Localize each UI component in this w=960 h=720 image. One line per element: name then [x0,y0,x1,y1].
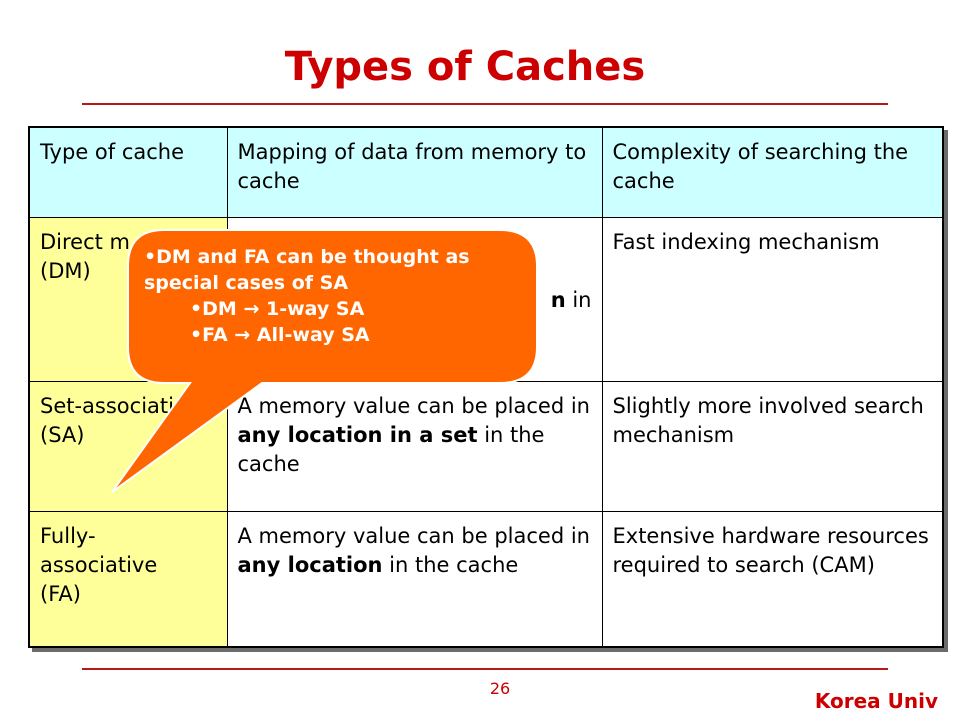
mapping-text: in [565,287,592,312]
table-header-row: Type of cache Mapping of data from memor… [28,126,944,218]
type-label: Set-associati (SA) [40,393,174,447]
slide-title: Types of Caches [284,44,646,90]
table-row: Set-associati (SA) A memory value can be… [28,380,944,512]
mapping-bold-text: any location in a set [237,422,478,447]
type-cell-fa: Fully- associative (FA) [28,510,228,648]
callout-bullet: •FA → All-way SA [190,324,370,346]
organization-name: Korea Univ [814,689,938,713]
footer-divider [82,668,888,670]
mapping-bold-text: n [550,287,566,312]
mapping-text: A memory value can be placed in [237,393,590,418]
page-number: 26 [489,679,511,698]
type-label: Direct m (DM) [40,229,131,283]
header-type: Type of cache [28,126,228,218]
header-complexity: Complexity of searching the cache [601,126,944,218]
complexity-cell-fa: Extensive hardware resources required to… [601,510,944,648]
header-mapping: Mapping of data from memory to cache [226,126,603,218]
mapping-cell-sa: A memory value can be placed in any loca… [226,380,603,512]
mapping-bold-text: any location [237,552,383,577]
title-divider [82,103,888,105]
type-label: Fully- associative (FA) [40,523,158,606]
complexity-cell-dm: Fast indexing mechanism [601,216,944,382]
complexity-cell-sa: Slightly more involved search mechanism [601,380,944,512]
callout-text: •DM and FA can be thought as special cas… [144,244,524,348]
table-row: Fully- associative (FA) A memory value c… [28,510,944,648]
callout-bullet: •DM → 1-way SA [190,298,365,320]
type-cell-sa: Set-associati (SA) [28,380,228,512]
callout-bullet: •DM and FA can be thought as special cas… [144,246,470,294]
mapping-cell-fa: A memory value can be placed in any loca… [226,510,603,648]
mapping-text: in the cache [382,552,519,577]
cache-types-table: Type of cache Mapping of data from memor… [28,126,944,648]
mapping-text: A memory value can be placed in [237,523,590,548]
